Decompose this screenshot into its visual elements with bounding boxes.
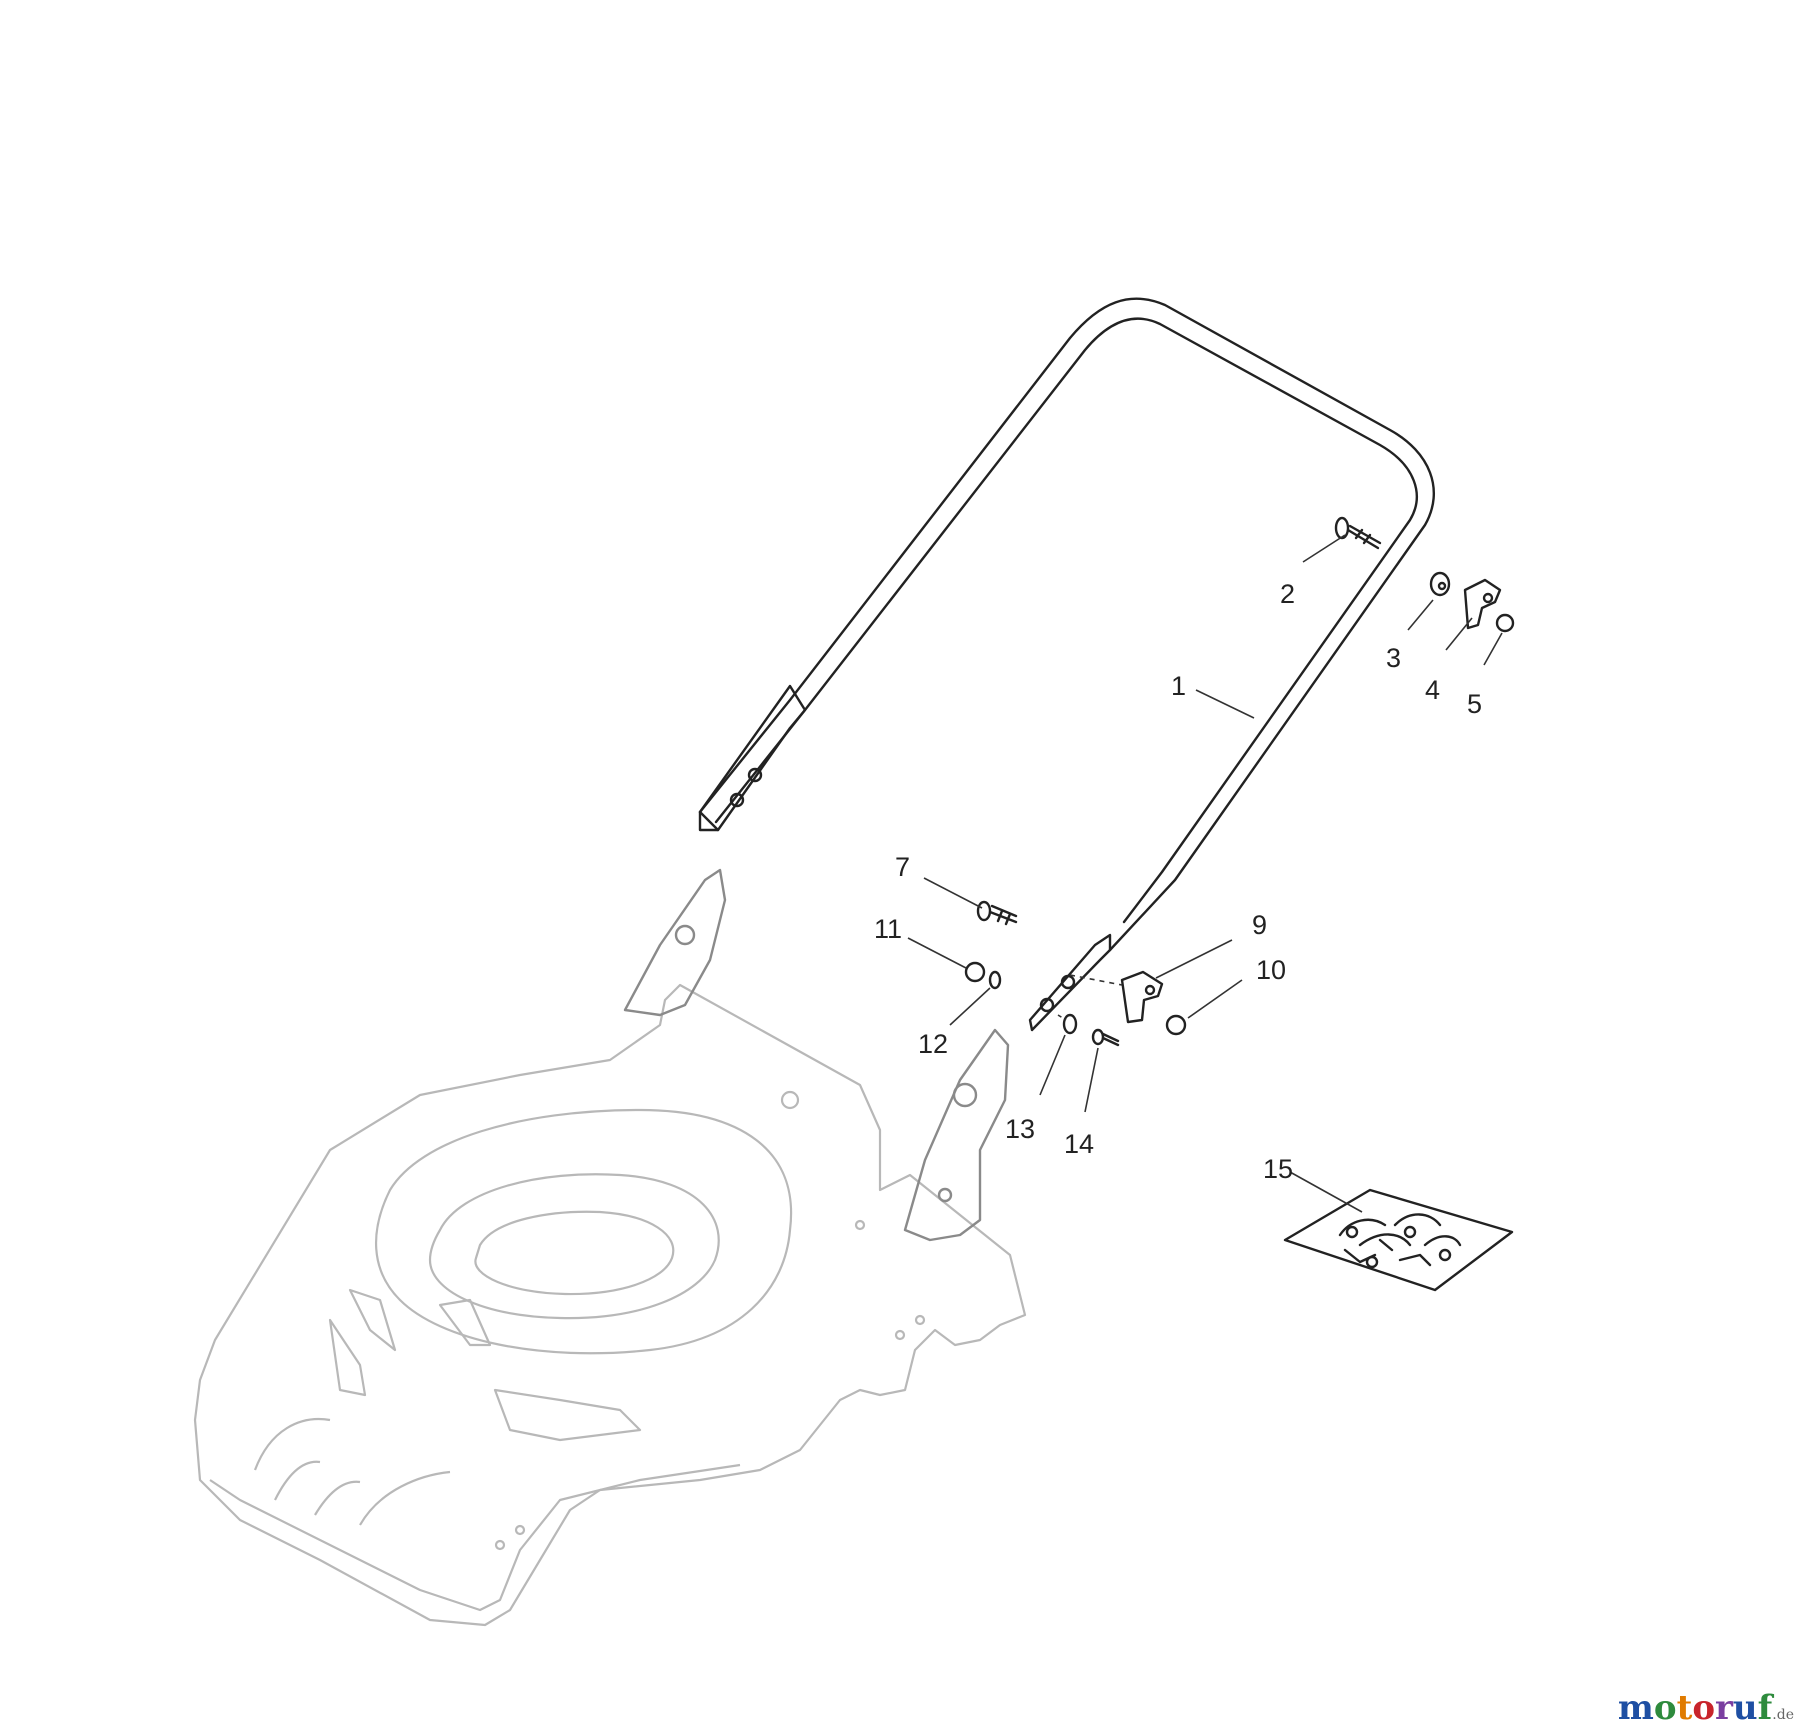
bolt-2 <box>1334 516 1382 550</box>
watermark-brand: motoruf <box>1618 1688 1772 1728</box>
callout-2: 2 <box>1280 579 1295 609</box>
watermark-letter: o <box>1692 1688 1715 1728</box>
watermark-letter: u <box>1732 1688 1758 1728</box>
watermark-letter: r <box>1715 1688 1733 1728</box>
callout-13: 13 <box>1005 1114 1035 1144</box>
callout-7: 7 <box>895 852 910 882</box>
callout-14: 14 <box>1064 1129 1094 1159</box>
handle-part <box>698 297 1435 1032</box>
callouts: 1 2 3 4 5 7 9 10 11 12 13 14 15 <box>874 579 1482 1184</box>
watermark-tld: .de <box>1772 1707 1794 1723</box>
nut-11 <box>964 961 986 983</box>
watermark-letter: o <box>1653 1688 1677 1728</box>
watermark-letter: f <box>1757 1688 1773 1728</box>
callout-9: 9 <box>1252 910 1267 940</box>
watermark-logo: motoruf.de <box>1618 1688 1794 1728</box>
callout-3: 3 <box>1386 643 1401 673</box>
watermark-letter: t <box>1676 1688 1693 1728</box>
nut-5 <box>1495 613 1515 633</box>
washer-13 <box>1057 1013 1078 1035</box>
callout-10: 10 <box>1256 955 1286 985</box>
cable-clip-3 <box>1429 571 1451 597</box>
callout-11: 11 <box>874 914 902 944</box>
leader-lines <box>907 534 1503 1213</box>
callout-12: 12 <box>918 1029 948 1059</box>
knob-4 <box>1463 578 1502 630</box>
screw-14 <box>1091 1028 1120 1047</box>
bolt-7 <box>976 900 1018 926</box>
callout-15: 15 <box>1263 1154 1293 1184</box>
knob-9 <box>1069 970 1164 1024</box>
callout-4: 4 <box>1425 675 1440 705</box>
hardware-kit-15 <box>1283 1188 1514 1292</box>
callout-5: 5 <box>1467 689 1482 719</box>
watermark-letter: m <box>1617 1688 1654 1728</box>
washer-12 <box>988 970 1002 990</box>
callout-1: 1 <box>1171 671 1186 701</box>
mower-deck <box>193 868 1027 1627</box>
nut-10 <box>1165 1014 1187 1036</box>
